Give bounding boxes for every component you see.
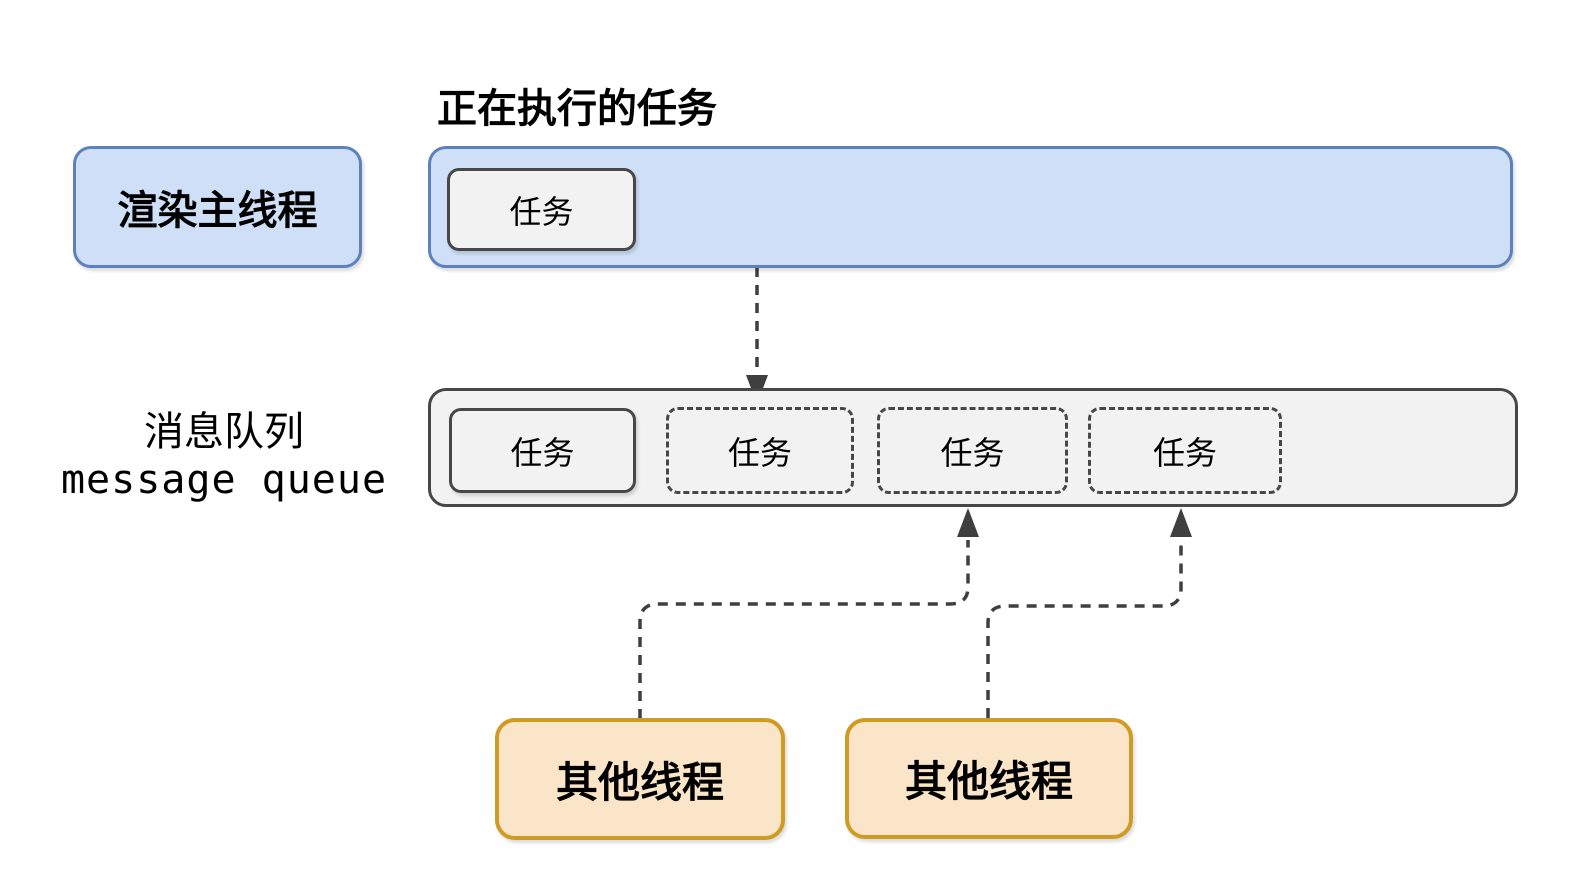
- queue-task-label: 任务: [1152, 434, 1217, 471]
- queue-task-label: 任务: [727, 434, 792, 471]
- message-queue-container: 任务 任务 任务 任务: [428, 388, 1518, 507]
- main-thread-label: 渲染主线程: [117, 189, 318, 233]
- queue-task-box: 任务: [666, 407, 854, 494]
- other-thread-box: 其他线程: [845, 718, 1133, 839]
- queue-task-box: 任务: [877, 407, 1068, 494]
- executing-task-label: 任务: [509, 193, 574, 230]
- arrow-other-thread-2-to-queue: [986, 540, 1183, 718]
- arrowhead-up-icon: [957, 508, 979, 537]
- other-thread-label: 其他线程: [904, 758, 1073, 805]
- other-thread-box: 其他线程: [495, 718, 785, 840]
- running-task-title: 正在执行的任务: [437, 87, 717, 131]
- main-thread-box: 渲染主线程: [73, 146, 362, 268]
- queue-label: 消息队列 message queue: [28, 408, 420, 504]
- arrow-other-thread-1-to-queue: [638, 540, 970, 719]
- other-thread-label: 其他线程: [555, 758, 724, 806]
- queue-label-en: message queue: [60, 457, 388, 503]
- queue-label-zh: 消息队列: [144, 410, 304, 454]
- executing-bar: 任务: [428, 146, 1513, 268]
- executing-task-box: 任务: [447, 168, 636, 251]
- arrowhead-up-icon: [1170, 508, 1192, 537]
- queue-task-label: 任务: [510, 434, 575, 471]
- queue-task-box: 任务: [1088, 407, 1282, 494]
- queue-task-label: 任务: [940, 434, 1005, 471]
- queue-task-box: 任务: [449, 408, 636, 493]
